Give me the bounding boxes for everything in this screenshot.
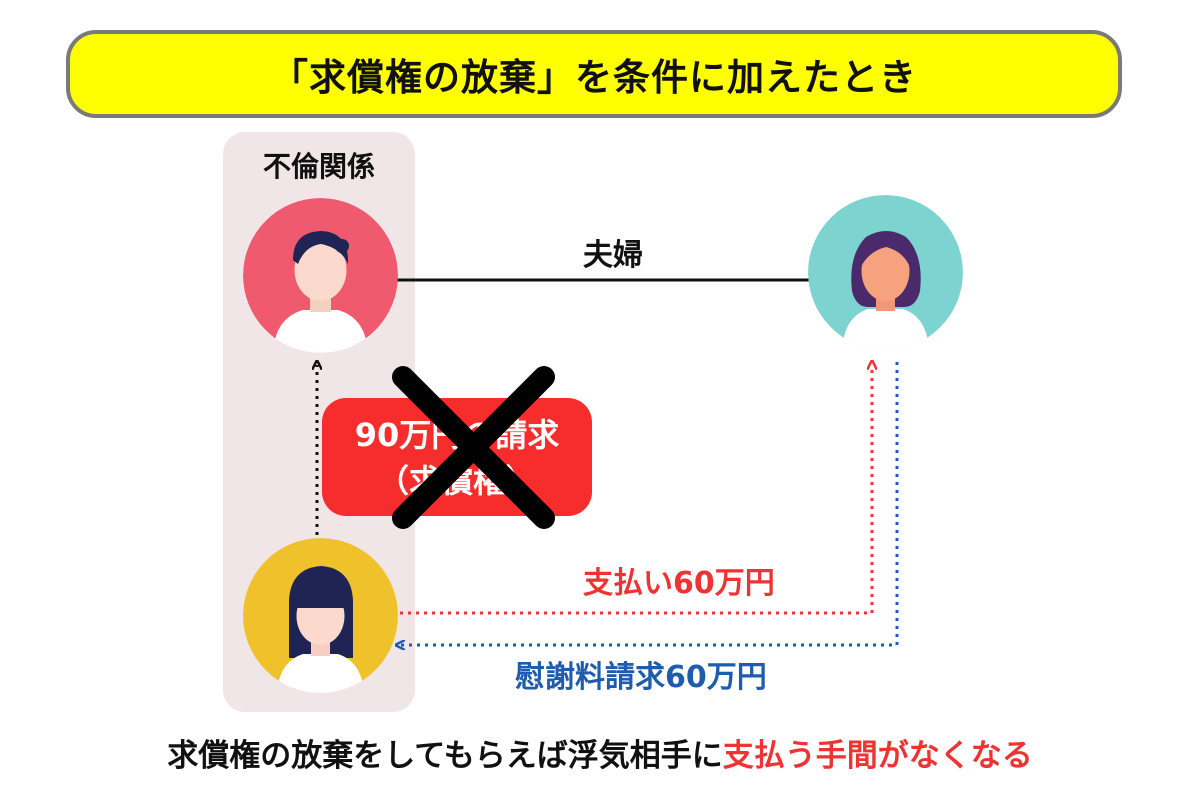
husband-avatar-icon	[243, 198, 398, 353]
title-banner: 「求償権の放棄」を条件に加えたとき	[66, 30, 1122, 118]
claim-box-line1: 90万円の請求	[354, 416, 560, 454]
caption-prefix: 求償権の放棄をしてもらえば浮気相手に	[167, 738, 723, 774]
marriage-label: 夫婦	[583, 238, 643, 273]
claim-box-line2: （求償権）	[376, 462, 537, 500]
consolation-claim-label: 慰謝料請求60万円	[515, 660, 767, 695]
caption-highlight: 支払う手間がなくなる	[722, 738, 1033, 774]
wife-avatar-icon	[808, 195, 963, 350]
affair-group-label: 不倫関係	[262, 150, 375, 183]
title-text: 「求償権の放棄」を条件に加えたとき	[271, 56, 917, 99]
bottom-caption: 求償権の放棄をしてもらえば浮気相手に支払う手間がなくなる	[0, 730, 1200, 775]
reimbursement-claim-box: 90万円の請求 （求償権）	[322, 398, 592, 516]
affair-partner-avatar-icon	[243, 538, 398, 693]
payment-label: 支払い60万円	[583, 566, 775, 601]
